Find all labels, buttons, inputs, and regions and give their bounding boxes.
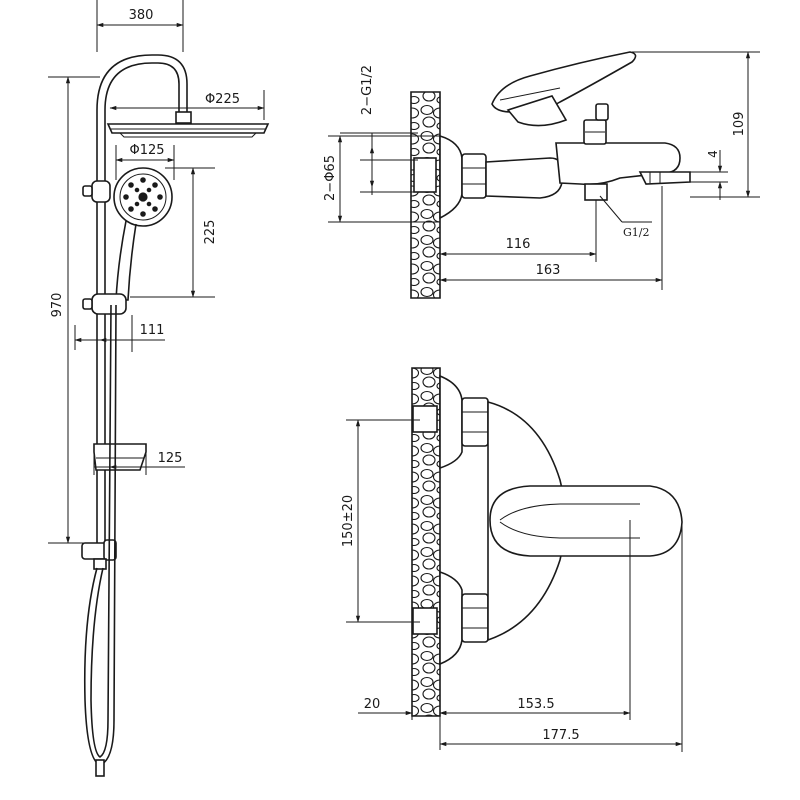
slide-holder bbox=[82, 180, 127, 315]
dim-label-phi125: Φ125 bbox=[129, 143, 164, 158]
dimension-lever-reach: 153.5 bbox=[439, 520, 631, 720]
overhead-shower-head bbox=[106, 111, 270, 138]
dim-label-225: 225 bbox=[203, 220, 218, 245]
shower-hose bbox=[83, 304, 117, 777]
upper-flange bbox=[439, 374, 489, 470]
dim-label-20: 20 bbox=[364, 697, 381, 712]
dimension-hand-drop: 225 bbox=[130, 167, 218, 298]
lower-flange bbox=[439, 570, 489, 666]
dim-label-2-g1-2: 2−G1/2 bbox=[360, 65, 375, 115]
dimension-wall-offset: 20 bbox=[358, 690, 470, 750]
dimension-outlet-thread: G1/2 bbox=[599, 195, 652, 239]
dimension-spout-reach: 116 bbox=[439, 200, 597, 262]
front-lever bbox=[489, 485, 683, 557]
dim-label-380: 380 bbox=[129, 8, 154, 23]
dimension-hand-diameter: Φ125 bbox=[115, 143, 175, 180]
dim-label-2-phi65: 2−Φ65 bbox=[323, 155, 338, 201]
dimension-overall-depth: 163 bbox=[439, 186, 663, 290]
dim-label-116: 116 bbox=[506, 237, 531, 252]
shower-outlet bbox=[584, 183, 608, 201]
dimension-inlet-diameter: 2−Φ65 bbox=[323, 135, 440, 223]
mixer-body bbox=[485, 142, 691, 199]
dimension-total-height: 970 bbox=[48, 76, 100, 544]
dim-label-970: 970 bbox=[50, 293, 65, 318]
dim-label-phi225: Φ225 bbox=[205, 92, 240, 107]
dimension-height: 109 bbox=[632, 51, 760, 198]
dimension-centers: 150±20 bbox=[341, 419, 420, 623]
dim-label-4: 4 bbox=[706, 150, 720, 158]
soap-shelf bbox=[93, 443, 147, 471]
riser-pipe bbox=[96, 54, 188, 545]
shower-column: 380 Φ225 Φ125 225 970 bbox=[48, 0, 270, 777]
dimension-shelf-offset: 125 bbox=[93, 450, 185, 475]
dim-label-150-20: 150±20 bbox=[341, 495, 356, 547]
mixer-side-view: 2−G1/2 2−Φ65 116 163 109 bbox=[323, 51, 760, 299]
lower-inlet bbox=[412, 607, 438, 635]
wall-section bbox=[410, 91, 441, 299]
mixer-lever bbox=[491, 51, 637, 127]
dim-label-109: 109 bbox=[732, 112, 747, 137]
upper-inlet bbox=[412, 405, 438, 433]
dim-label-125: 125 bbox=[158, 451, 183, 466]
dimension-spout-drop: 4 bbox=[690, 150, 728, 200]
dim-label-g1-2: G1/2 bbox=[623, 226, 650, 239]
dimension-top-width: 380 bbox=[96, 0, 184, 52]
inlet-flange bbox=[439, 134, 487, 220]
dim-label-163: 163 bbox=[536, 263, 561, 278]
hand-shower-head bbox=[113, 167, 173, 301]
dimension-bracket-offset: 111 bbox=[74, 315, 165, 352]
dimension-overall-reach: 177.5 bbox=[439, 520, 683, 752]
dim-label-177-5: 177.5 bbox=[542, 728, 579, 743]
dim-label-153-5: 153.5 bbox=[517, 697, 554, 712]
dimension-head-diameter: Φ225 bbox=[109, 90, 265, 120]
diverter-knob bbox=[583, 103, 609, 145]
diverter bbox=[81, 539, 117, 570]
inlet-eccentric bbox=[413, 157, 437, 193]
mixer-front-view: 150±20 20 153.5 177.5 bbox=[341, 367, 683, 752]
dimension-inlet-thread: 2−G1/2 bbox=[340, 65, 418, 195]
dim-label-111: 111 bbox=[140, 323, 165, 338]
